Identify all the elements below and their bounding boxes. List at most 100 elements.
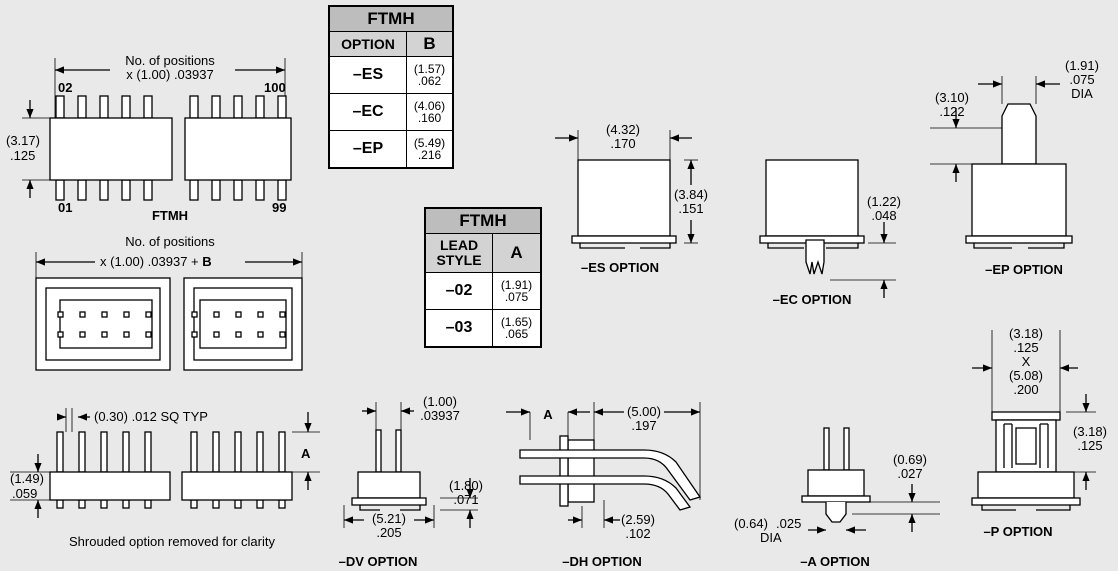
side-pin-tail bbox=[78, 499, 86, 509]
side-pin-tail bbox=[56, 499, 64, 509]
pad-square bbox=[191, 331, 198, 338]
side-pin bbox=[100, 431, 108, 473]
side-pin-tail bbox=[122, 499, 130, 509]
header-pin bbox=[99, 95, 109, 119]
table-b-value-cell: (5.49).216 bbox=[406, 130, 454, 169]
side-pin-tail bbox=[190, 499, 198, 509]
table-row: –EP (5.49).216 bbox=[328, 130, 454, 169]
header-pin bbox=[143, 95, 153, 119]
dh-a-label: A bbox=[543, 407, 553, 422]
p-w1-in: .125 bbox=[1013, 340, 1038, 355]
pad-square bbox=[79, 311, 86, 318]
es-option-drawing bbox=[555, 130, 698, 249]
side-view bbox=[10, 408, 320, 518]
top-view bbox=[22, 58, 292, 201]
pad-square bbox=[235, 331, 242, 338]
header-pin bbox=[211, 179, 221, 201]
pad-square bbox=[279, 331, 286, 338]
header-pin bbox=[121, 95, 131, 119]
table-row: –EC (4.06).160 bbox=[328, 93, 454, 131]
a-dia-label: DIA bbox=[760, 530, 782, 545]
header-pin bbox=[189, 179, 199, 201]
dv-pitch-mm: (1.00) bbox=[423, 394, 457, 409]
dv-pitch-in: .03937 bbox=[420, 408, 460, 423]
ep-option-drawing bbox=[930, 76, 1073, 249]
dh-option-drawing bbox=[506, 402, 702, 528]
pad-square bbox=[257, 311, 264, 318]
table-a-title: FTMH bbox=[424, 207, 542, 234]
pad-square bbox=[57, 331, 64, 338]
top-view-caption: FTMH bbox=[152, 208, 188, 223]
dv-height-in: .071 bbox=[453, 492, 478, 507]
pad-square bbox=[279, 311, 286, 318]
side-pin bbox=[56, 431, 64, 473]
side-pin bbox=[256, 431, 264, 473]
header-pin bbox=[55, 95, 65, 119]
pad-square bbox=[213, 331, 220, 338]
table-row: –03 (1.65).065 bbox=[424, 309, 542, 348]
top-positions-label: No. of positions bbox=[125, 53, 215, 68]
table-a-value-cell: (1.65).065 bbox=[492, 309, 542, 348]
shrouded-view bbox=[35, 252, 303, 371]
pad-square bbox=[101, 331, 108, 338]
side-pin-tail bbox=[212, 499, 220, 509]
a-dia-in: .025 bbox=[776, 516, 801, 531]
es-width-in: .170 bbox=[610, 136, 635, 151]
ep-dia-label: DIA bbox=[1071, 86, 1093, 101]
shroud-positions-pitch: x (1.00) .03937 + B bbox=[100, 254, 212, 269]
pin-99-label: 99 bbox=[272, 200, 286, 215]
header-pin bbox=[77, 179, 87, 201]
dv-option-caption: –DV OPTION bbox=[339, 554, 418, 569]
side-height-mm: (1.49) bbox=[10, 471, 44, 486]
top-positions-pitch: x (1.00) .03937 bbox=[126, 67, 213, 82]
ec-dim-mm: (1.22) bbox=[867, 194, 901, 209]
pad-square bbox=[145, 311, 152, 318]
dh-option-caption: –DH OPTION bbox=[562, 554, 641, 569]
dh-off-in: .102 bbox=[625, 526, 650, 541]
table-row: –ES (1.57).062 bbox=[328, 56, 454, 94]
pad-square bbox=[213, 311, 220, 318]
pad-square bbox=[101, 311, 108, 318]
ec-option-drawing bbox=[759, 159, 896, 298]
dv-base-mm: (5.21) bbox=[372, 511, 406, 526]
pad-square bbox=[123, 331, 130, 338]
side-a-label: A bbox=[301, 446, 311, 461]
option-b-table: FTMH OPTION B –ES (1.57).062 –EC (4.06).… bbox=[328, 5, 454, 169]
table-a-value-cell: (1.91).075 bbox=[492, 272, 542, 310]
dh-off-mm: (2.59) bbox=[621, 512, 655, 527]
pin-02-label: 02 bbox=[58, 80, 72, 95]
a-option-caption: –A OPTION bbox=[800, 554, 870, 569]
pad-square bbox=[235, 311, 242, 318]
p-x-label: X bbox=[1022, 354, 1031, 369]
es-option-caption: –ES OPTION bbox=[581, 260, 659, 275]
table-b-option-cell: –ES bbox=[328, 56, 407, 94]
ec-option-caption: –EC OPTION bbox=[773, 292, 852, 307]
header-pin bbox=[55, 179, 65, 201]
side-pin-tail bbox=[234, 499, 242, 509]
header-pin bbox=[121, 179, 131, 201]
table-b-col-b: B bbox=[406, 31, 454, 57]
pad-square bbox=[191, 311, 198, 318]
pad-square bbox=[57, 311, 64, 318]
dv-base-in: .205 bbox=[376, 525, 401, 540]
p-option-drawing bbox=[971, 330, 1096, 511]
table-b-col-option: OPTION bbox=[328, 31, 407, 57]
p-w1-mm: (3.18) bbox=[1009, 326, 1043, 341]
dh-len-mm: (5.00) bbox=[627, 404, 661, 419]
side-pin bbox=[190, 431, 198, 473]
table-b-option-cell: –EC bbox=[328, 93, 407, 131]
header-pin bbox=[255, 179, 265, 201]
a-dim-in: .027 bbox=[897, 466, 922, 481]
header-pin bbox=[277, 95, 287, 119]
ep-option-caption: –EP OPTION bbox=[985, 262, 1063, 277]
table-a-option-cell: –03 bbox=[424, 309, 493, 348]
header-pin bbox=[189, 95, 199, 119]
pad-square bbox=[257, 331, 264, 338]
es-width-mm: (4.32) bbox=[606, 122, 640, 137]
a-dia-mm: (0.64) bbox=[734, 516, 768, 531]
side-pin-tail bbox=[144, 499, 152, 509]
es-height-in: .151 bbox=[678, 201, 703, 216]
header-pin bbox=[211, 95, 221, 119]
es-height-mm: (3.84) bbox=[674, 187, 708, 202]
